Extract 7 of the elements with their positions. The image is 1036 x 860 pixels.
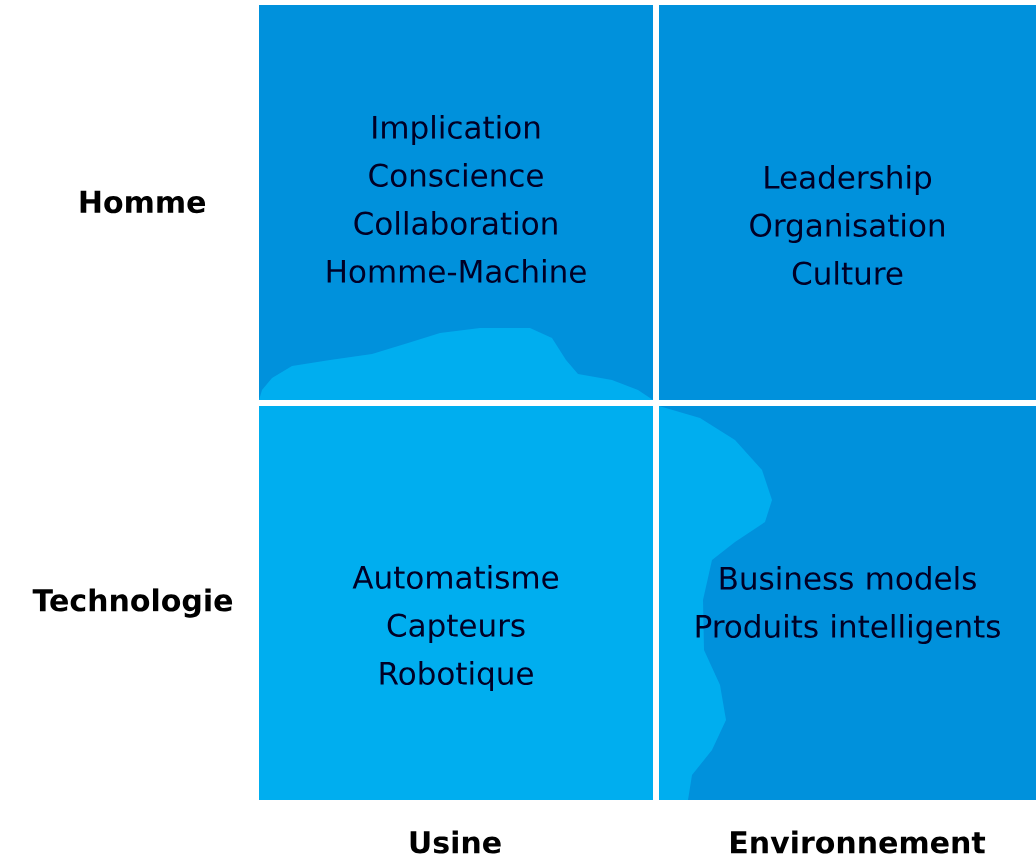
axis-label: Homme — [80, 190, 205, 214]
quadrant-box: Implication Conscience Collaboration Homme-Machine — [259, 5, 653, 400]
axis-label: Usine — [410, 830, 501, 854]
quadrant-box: Business models Produits intelligents — [659, 406, 1036, 800]
axis-label: Environnement — [731, 830, 986, 854]
quadrant-box: Leadership Organisation Culture — [659, 5, 1036, 400]
quadrant-box: Automatisme Capteurs Robotique — [259, 406, 653, 800]
